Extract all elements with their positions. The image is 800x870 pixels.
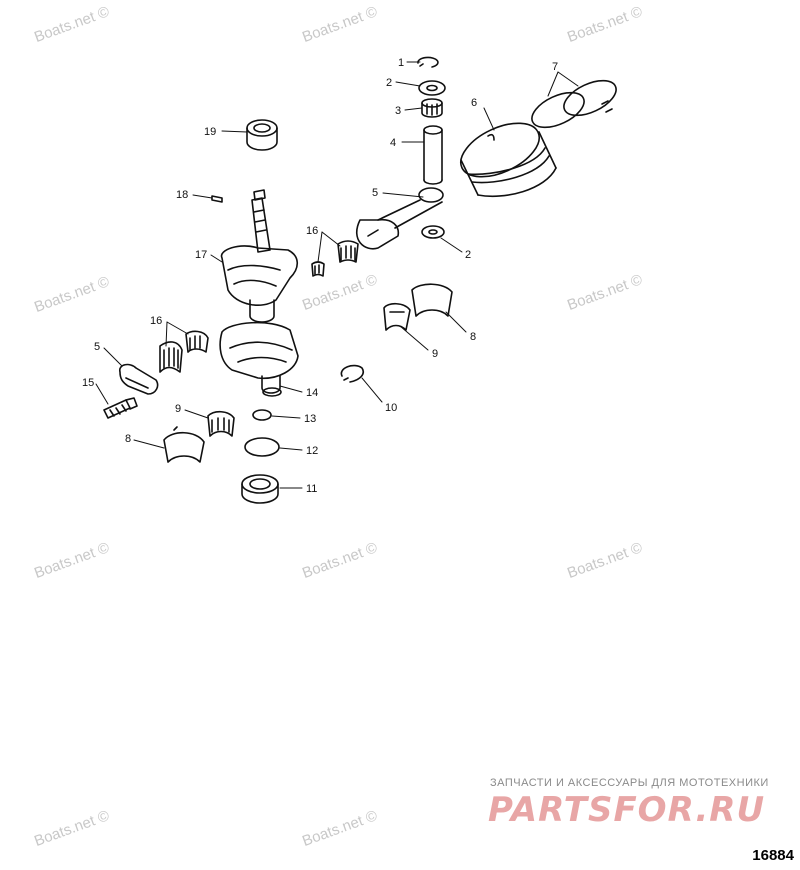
callout-16: 16 xyxy=(306,225,318,237)
piston-part xyxy=(460,122,557,198)
callout-labels: 1 2 3 4 5 2 6 7 19 18 17 16 8 9 16 5 15 … xyxy=(82,57,558,495)
dowel-pin-part xyxy=(211,195,223,203)
brand-logo[interactable]: PARTSFOR.RU xyxy=(488,790,766,830)
callout-13: 13 xyxy=(304,413,316,425)
callout-11: 11 xyxy=(306,483,317,495)
o-ring-small-part xyxy=(252,409,272,421)
callout-10: 10 xyxy=(385,402,397,414)
callout-14: 14 xyxy=(306,387,318,399)
callout-7: 7 xyxy=(552,61,558,73)
oil-seal-part xyxy=(241,474,279,504)
piston-rings-part xyxy=(531,79,617,129)
callout-17: 17 xyxy=(195,249,207,261)
thrust-washer-bottom-part xyxy=(421,225,445,239)
callout-5: 5 xyxy=(372,187,378,199)
callout-9: 9 xyxy=(432,348,438,360)
thrust-washer-top-part xyxy=(418,80,446,96)
callout-3: 3 xyxy=(395,105,401,117)
callout-2b: 2 xyxy=(465,249,471,261)
wrist-pin-part xyxy=(423,125,443,185)
needle-bearing-part xyxy=(421,98,443,118)
callout-12: 12 xyxy=(306,445,318,457)
o-ring-large-part xyxy=(244,437,280,457)
crankshaft-part xyxy=(219,189,299,394)
leader-lines xyxy=(95,61,579,489)
callout-1: 1 xyxy=(398,57,404,69)
callout-8b: 8 xyxy=(125,433,131,445)
callout-6: 6 xyxy=(471,97,477,109)
cap-screw-part xyxy=(103,397,138,419)
rod-cap-part xyxy=(119,363,159,395)
retaining-ring-lower-part xyxy=(340,364,365,383)
brand-tagline: ЗАПЧАСТИ И АКСЕССУАРЫ ДЛЯ МОТОТЕХНИКИ xyxy=(490,777,769,789)
bearing-race-right-part xyxy=(383,283,453,331)
crankshaft-lower-journal-part xyxy=(262,387,282,397)
bearing-outer-lower-part xyxy=(163,426,205,463)
ball-bearing-part xyxy=(246,119,278,151)
callout-9b: 9 xyxy=(175,403,181,415)
main-needle-bearing-part xyxy=(159,330,209,373)
retaining-ring-part xyxy=(417,56,439,68)
rod-needle-bearing-upper-part xyxy=(311,240,359,277)
callout-8: 8 xyxy=(470,331,476,343)
bearing-race-lower-part xyxy=(207,410,235,437)
callout-5b: 5 xyxy=(94,341,100,353)
callout-19: 19 xyxy=(204,126,216,138)
callout-4: 4 xyxy=(390,137,396,149)
connecting-rod-part xyxy=(355,187,444,250)
callout-16b: 16 xyxy=(150,315,162,327)
callout-15: 15 xyxy=(82,377,94,389)
callout-2: 2 xyxy=(386,77,392,89)
callout-18: 18 xyxy=(176,189,188,201)
diagram-number: 16884 xyxy=(752,847,794,864)
